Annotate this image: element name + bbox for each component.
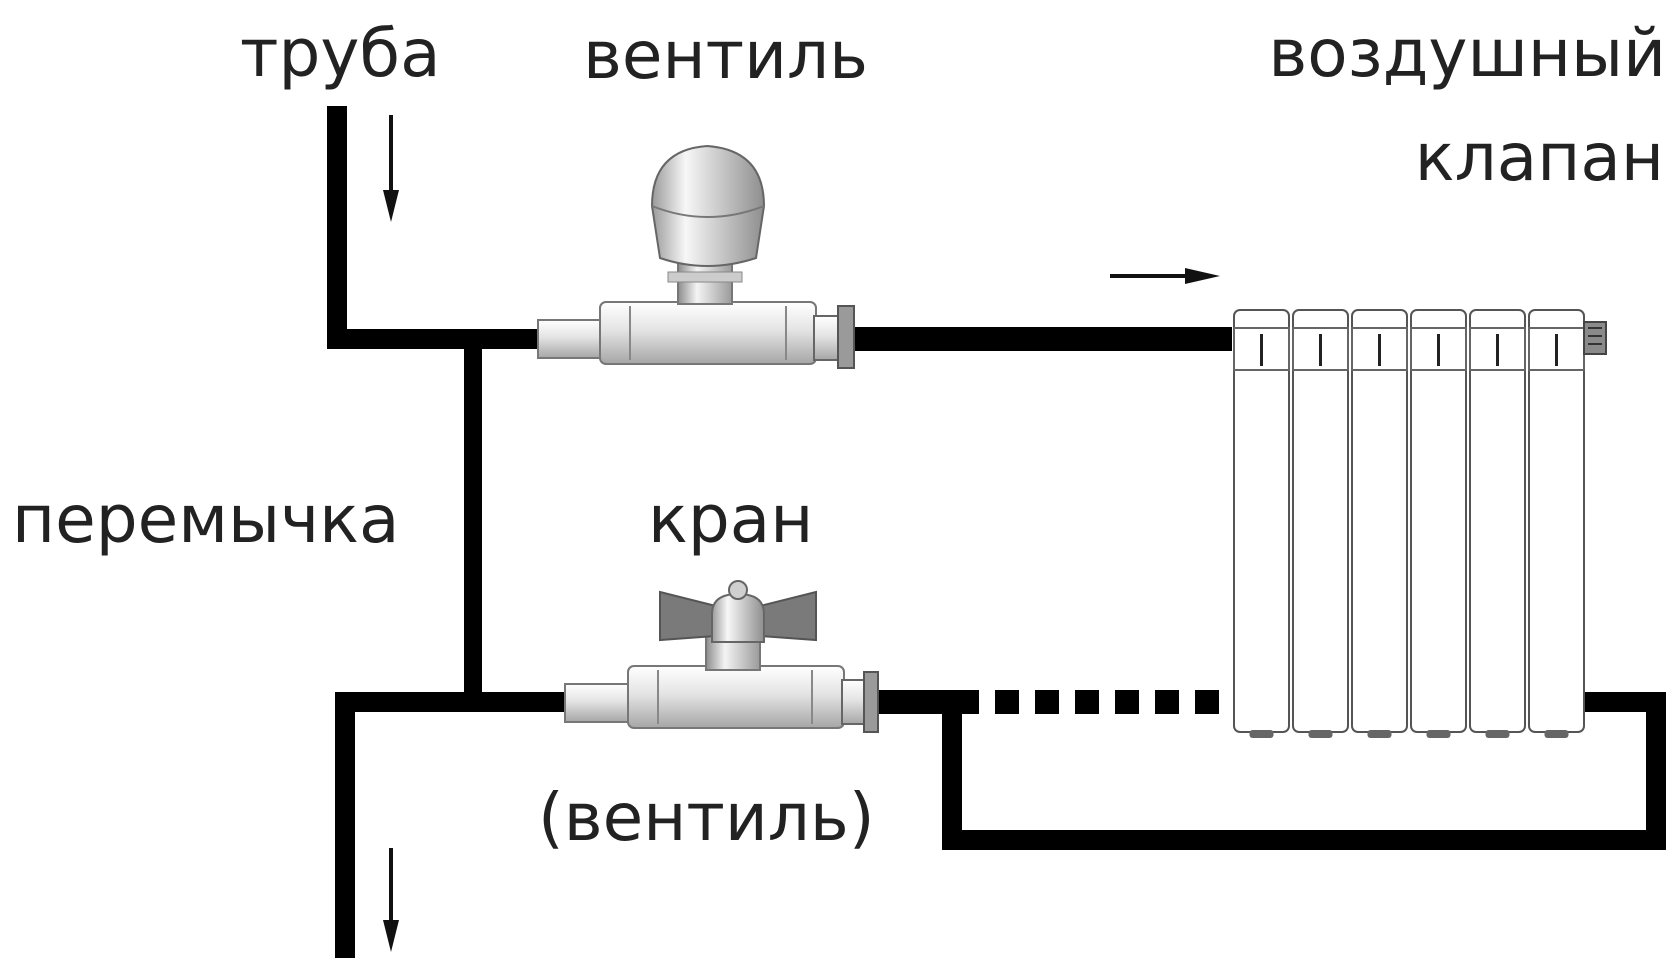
valve-top-icon — [537, 144, 855, 369]
label-tap: кран — [648, 481, 813, 558]
radiator-icon — [1233, 309, 1585, 738]
arrow-down-top-icon — [383, 115, 399, 222]
radiator-section — [1528, 309, 1585, 738]
arrow-right-icon — [1110, 268, 1220, 284]
radiator-section — [1233, 309, 1290, 738]
loop-pipe — [942, 702, 1666, 850]
supply-riser-pipe — [327, 106, 540, 349]
label-valve-top: вентиль — [583, 17, 868, 94]
air-vent-icon — [1583, 321, 1607, 355]
pipes — [327, 106, 1666, 958]
label-valve-bottom: (вентиль) — [538, 779, 875, 856]
label-air-vent-line1: воздушный — [1268, 15, 1666, 92]
radiator-right-pipe — [1580, 692, 1666, 840]
label-bypass: перемычка — [12, 481, 399, 558]
flow-arrows — [383, 115, 1220, 952]
arrow-down-bottom-icon — [383, 848, 399, 952]
radiator-section — [1410, 309, 1467, 738]
tap-valve-icon — [564, 580, 879, 733]
label-air-vent-line2: клапан — [1415, 119, 1664, 196]
radiator-section — [1469, 309, 1526, 738]
return-riser-pipe — [335, 692, 570, 958]
radiator-section — [1292, 309, 1349, 738]
label-pipe: труба — [240, 15, 441, 92]
radiator-section — [1351, 309, 1408, 738]
